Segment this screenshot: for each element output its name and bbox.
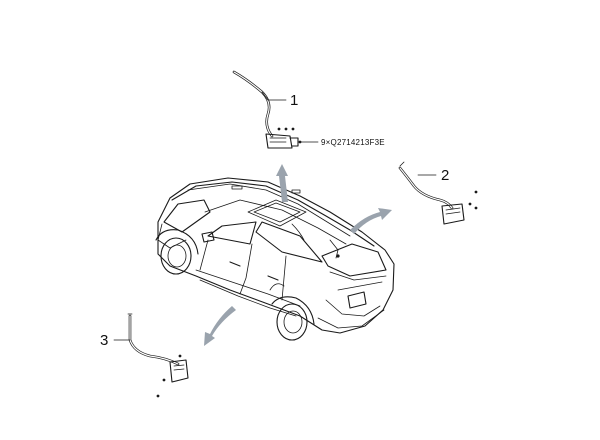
callout-2: 2 — [417, 167, 449, 184]
locator-arrows — [204, 164, 392, 346]
callout-number-2: 2 — [441, 167, 449, 184]
callout-1: 1 — [267, 92, 298, 109]
callout-number-3: 3 — [100, 332, 108, 349]
component-1-harness — [232, 70, 302, 149]
arrow-to-item-1 — [276, 164, 288, 202]
fastener-callout: 9×Q2714213F3E — [300, 138, 385, 147]
fastener-spec-label: 9×Q2714213F3E — [321, 138, 385, 147]
arrow-to-item-2 — [350, 208, 392, 234]
callout-number-1: 1 — [290, 92, 298, 109]
component-2-harness — [398, 161, 478, 225]
component-3-harness — [127, 313, 189, 398]
callout-3: 3 — [100, 332, 131, 349]
arrow-to-item-3 — [204, 306, 236, 346]
vehicle-illustration — [155, 177, 395, 341]
